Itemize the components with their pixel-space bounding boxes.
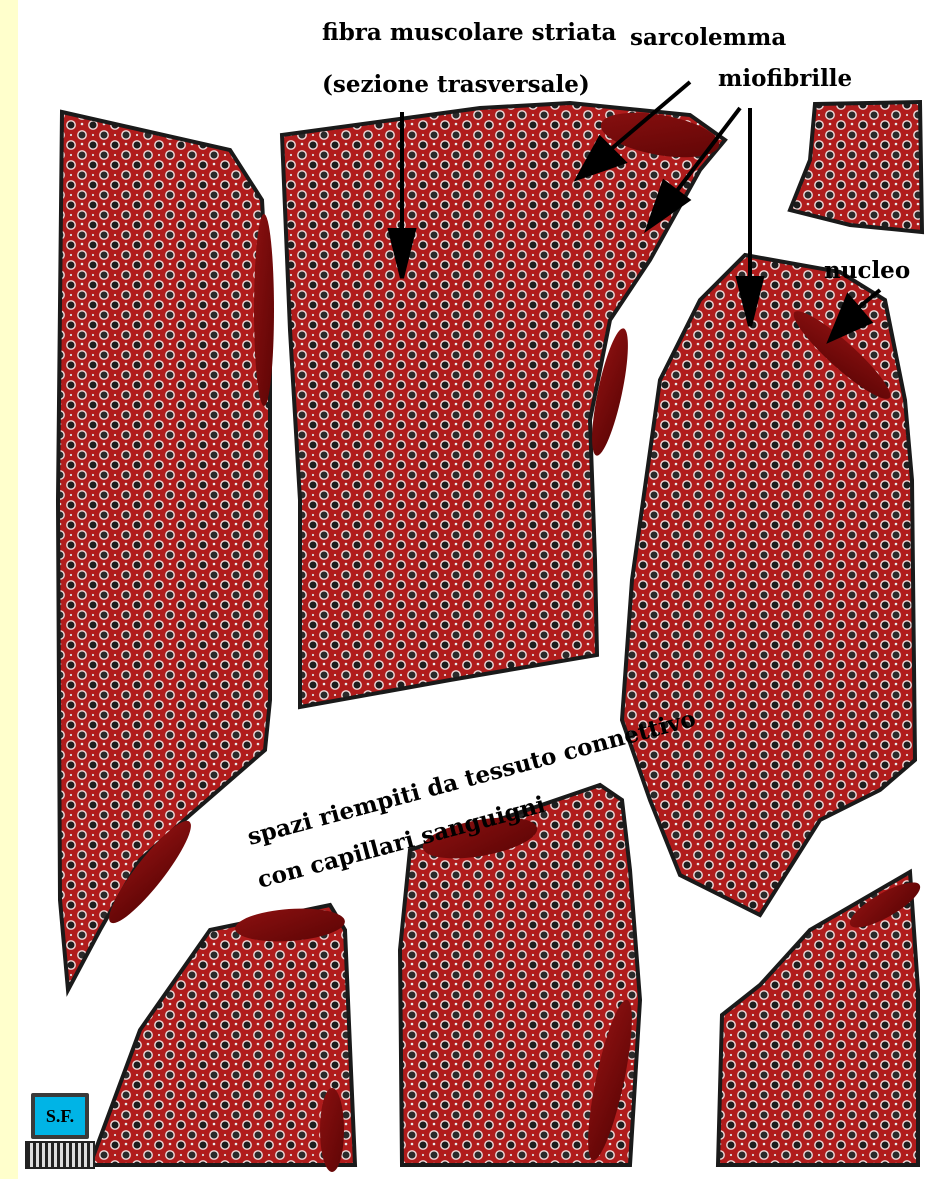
- label-fibra-line1: fibra muscolare striata: [322, 19, 617, 46]
- fiber-group: [58, 102, 922, 1165]
- label-nucleo: nucleo: [824, 257, 910, 284]
- label-fibra-line2: (sezione trasversale): [322, 71, 590, 98]
- keyboard-icon: [25, 1141, 95, 1169]
- computer-monitor-icon: S.F.: [31, 1093, 89, 1139]
- label-miofibrille: miofibrille: [718, 65, 852, 92]
- fiber-right: [622, 255, 915, 915]
- nucleus-left-upper: [254, 214, 274, 406]
- fiber-top-right: [790, 102, 922, 232]
- sf-computer-logo: S.F.: [19, 1085, 95, 1177]
- label-sarcolemma: sarcolemma: [630, 24, 786, 51]
- logo-text: S.F.: [46, 1106, 74, 1127]
- fiber-bottom-left: [90, 905, 355, 1165]
- nucleus-bottom-left-small: [320, 1088, 344, 1172]
